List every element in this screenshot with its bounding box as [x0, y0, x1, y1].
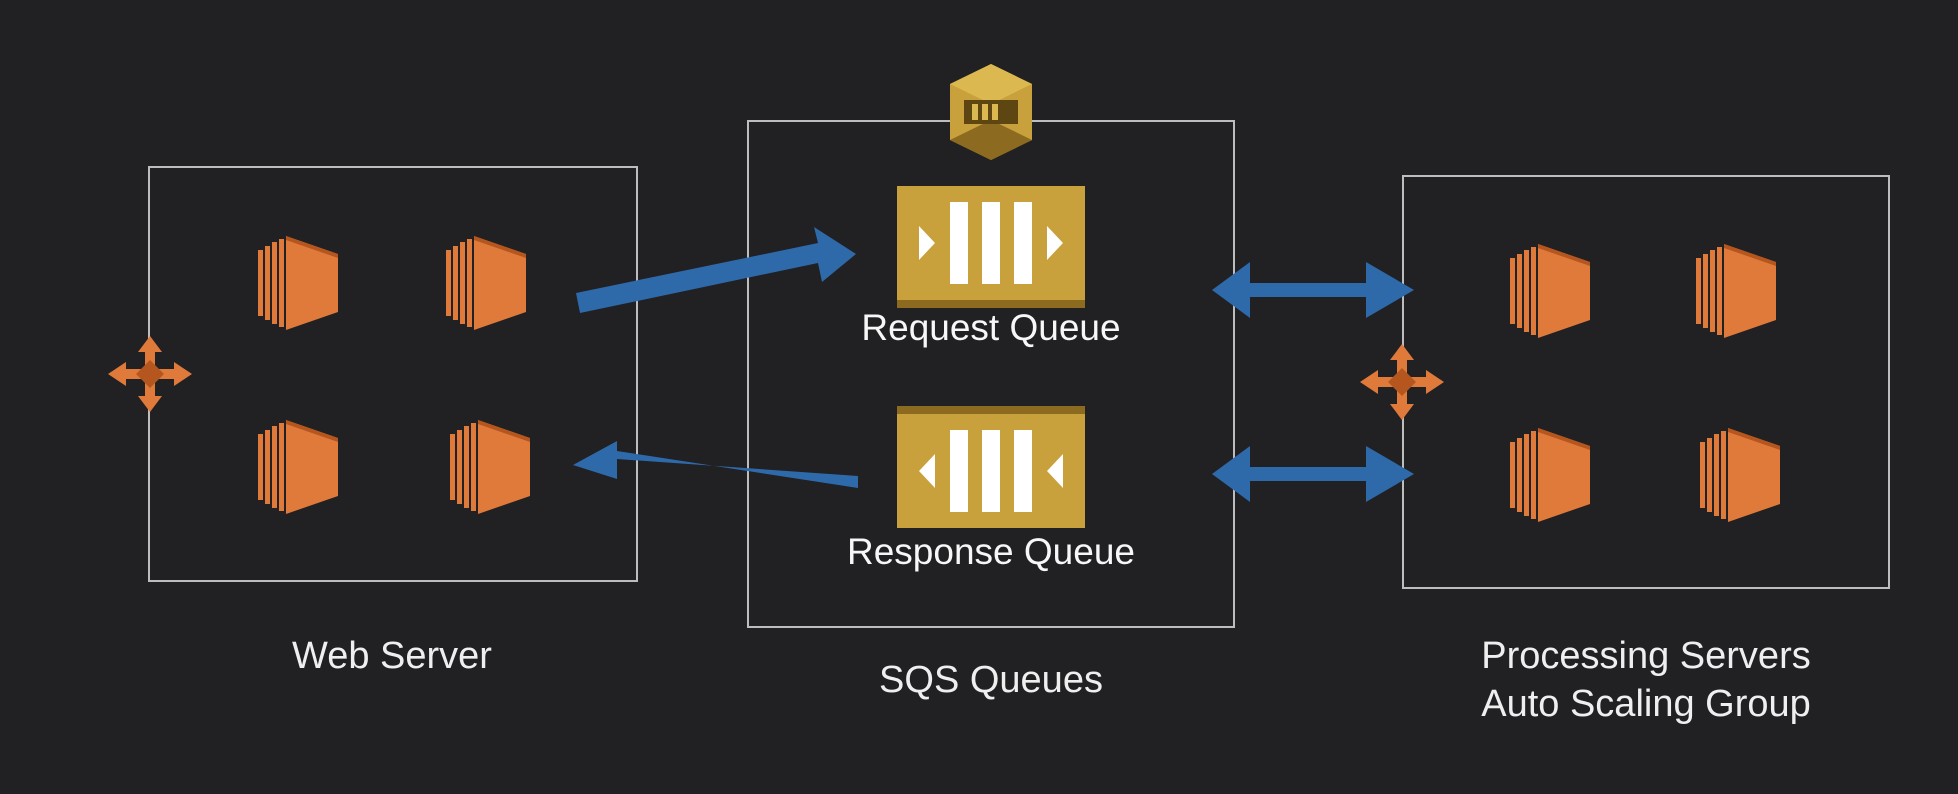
web-server-instance-icon — [258, 420, 338, 514]
response-arrow — [573, 441, 858, 488]
web-load-balancer-icon — [108, 336, 192, 412]
request-queue-icon — [897, 186, 1085, 308]
processing-server-instance-icon — [1696, 244, 1776, 338]
processing-server-instance-icon — [1510, 428, 1590, 522]
request-double-arrow — [1212, 262, 1414, 318]
web-server-label: Web Server — [292, 635, 492, 677]
web-server-instance-icon — [450, 420, 530, 514]
processing-server-instance-icon — [1700, 428, 1780, 522]
request-arrow — [576, 227, 856, 313]
response-double-arrow — [1212, 446, 1414, 502]
web-server-instance-icon — [258, 236, 338, 330]
processing-servers-label: Processing Servers — [1481, 635, 1811, 677]
processing-load-balancer-icon — [1360, 344, 1444, 420]
sqs-logo-icon — [950, 64, 1032, 160]
processing-server-instance-icon — [1510, 244, 1590, 338]
auto-scaling-group-label: Auto Scaling Group — [1481, 683, 1811, 725]
response-queue-icon — [897, 406, 1085, 528]
request-queue-label: Request Queue — [861, 307, 1121, 348]
response-queue-label: Response Queue — [847, 531, 1135, 572]
sqs-queues-label: SQS Queues — [879, 659, 1103, 701]
web-server-instance-icon — [446, 236, 526, 330]
